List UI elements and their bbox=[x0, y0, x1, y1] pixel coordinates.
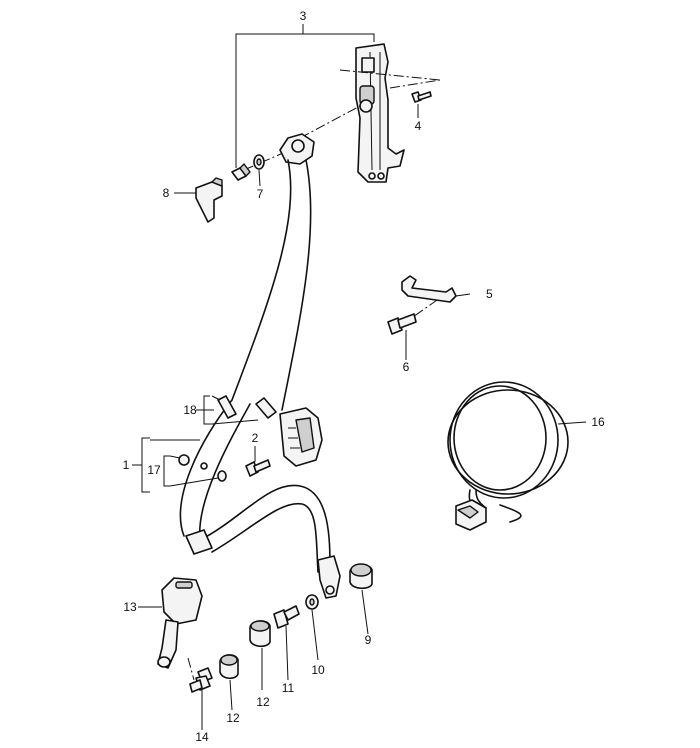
bolt-2 bbox=[245, 459, 271, 477]
callout-3: 3 bbox=[300, 9, 307, 23]
belt-guide-18 bbox=[217, 395, 277, 419]
callout-2: 2 bbox=[252, 431, 259, 445]
bracket-5 bbox=[401, 275, 457, 303]
bolt-6 bbox=[387, 313, 417, 335]
callout-8: 8 bbox=[163, 186, 170, 200]
washer-7 bbox=[253, 154, 265, 170]
callout-13: 13 bbox=[123, 600, 137, 614]
small-parts-17 bbox=[178, 454, 227, 482]
belt-tongue bbox=[185, 529, 213, 555]
upper-anchor-plate bbox=[279, 133, 315, 165]
bolt-14 bbox=[189, 667, 213, 693]
washer-10 bbox=[305, 594, 319, 610]
callout-1: 1 bbox=[123, 458, 130, 472]
callout-11: 11 bbox=[282, 681, 295, 695]
callout-6: 6 bbox=[403, 360, 410, 374]
belt-webbing bbox=[179, 159, 341, 599]
callout-5: 5 bbox=[486, 287, 493, 301]
callout-labels: 3 4 5 6 7 8 9 10 11 12 12 13 14 16 2 1 1… bbox=[123, 9, 605, 744]
retractor bbox=[279, 407, 323, 467]
buckle-13 bbox=[157, 577, 203, 669]
callout-4: 4 bbox=[415, 119, 422, 133]
leader-lines bbox=[132, 104, 587, 730]
callout-12-left: 12 bbox=[226, 711, 240, 725]
bolt-4 bbox=[411, 91, 432, 103]
cap-12-left bbox=[219, 654, 239, 680]
callout-18: 18 bbox=[183, 403, 197, 417]
cover-8 bbox=[195, 177, 223, 223]
callout-9: 9 bbox=[365, 633, 372, 647]
group-bracket-3 bbox=[235, 24, 375, 168]
height-adjuster-rail bbox=[355, 43, 405, 183]
callout-7: 7 bbox=[257, 187, 264, 201]
anchor-bolt bbox=[231, 163, 251, 181]
callout-16: 16 bbox=[591, 415, 605, 429]
callout-10: 10 bbox=[311, 663, 325, 677]
bushing-9 bbox=[349, 563, 373, 590]
cap-12-right bbox=[249, 620, 271, 648]
callout-17: 17 bbox=[147, 463, 161, 477]
bolt-11 bbox=[273, 605, 300, 629]
callout-12-right: 12 bbox=[256, 695, 270, 709]
alignment-lines bbox=[187, 69, 441, 681]
cable-harness-16 bbox=[447, 381, 569, 531]
callout-14: 14 bbox=[195, 730, 209, 744]
